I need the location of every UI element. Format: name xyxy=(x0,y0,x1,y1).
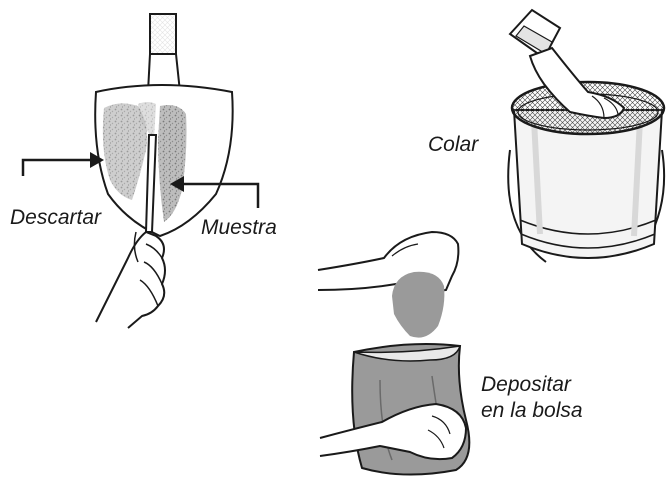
label-en-la-bolsa: en la bolsa xyxy=(481,399,583,423)
label-colar: Colar xyxy=(428,133,478,157)
hand-icon xyxy=(96,232,165,328)
label-depositar: Depositar xyxy=(481,373,571,397)
shovel-icon xyxy=(95,14,232,236)
label-muestra: Muestra xyxy=(201,216,277,240)
falling-soil xyxy=(392,272,444,338)
label-descartar: Descartar xyxy=(10,206,101,230)
